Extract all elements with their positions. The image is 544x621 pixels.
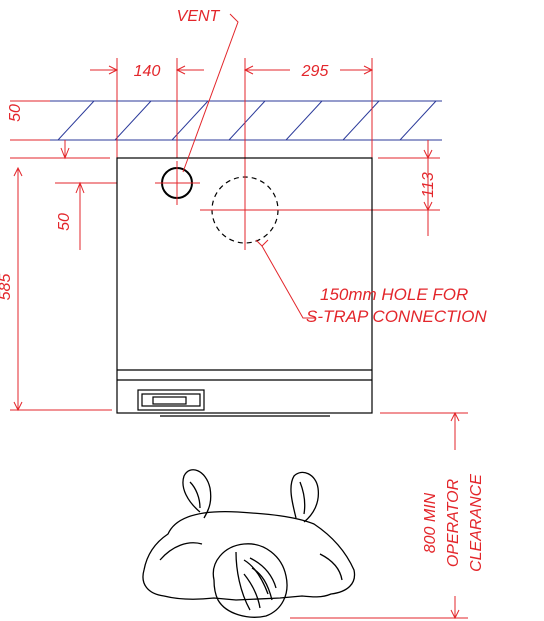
operator-shoulder-left (159, 542, 203, 561)
dishwasher-unit (116, 157, 373, 417)
operator-right-arm (290, 471, 320, 523)
drain-callout: 150mm HOLE FOR S-TRAP CONNECTION (255, 239, 487, 326)
hole-label-line1: 150mm HOLE FOR (320, 285, 468, 304)
dimension-drain-depth: 113 (285, 140, 440, 236)
dimension-operator-clearance: 800 MIN OPERATOR CLEARANCE (290, 411, 485, 620)
vent-label: VENT (177, 8, 221, 25)
drain-hole (200, 168, 285, 250)
dimension-drain-offset: 295 (243, 58, 374, 215)
dimension-vent-offset: 140 (90, 58, 204, 158)
dimension-unit-depth: 585 (0, 166, 112, 412)
operator-left-arm (182, 469, 212, 519)
operator-shoulder-right (319, 553, 343, 581)
vent-pipe (155, 161, 200, 205)
operator-body (142, 510, 356, 601)
clearance-label-line1: 800 MIN (422, 492, 439, 553)
vent-depth-label: 50 (56, 213, 73, 231)
dimension-wall-thickness: 50 (7, 100, 110, 160)
vent-offset-label: 140 (134, 63, 161, 80)
clearance-label-line2: OPERATOR (445, 478, 462, 567)
unit-depth-label: 585 (0, 274, 14, 301)
operator-figure (142, 469, 356, 618)
unit-body (116, 157, 373, 414)
wall (50, 100, 442, 141)
hole-label-line2: S-TRAP CONNECTION (306, 307, 487, 326)
wall-hatching (57, 100, 437, 141)
clearance-label-line3: CLEARANCE (468, 474, 485, 572)
vent-callout: VENT (177, 8, 239, 173)
control-panel (137, 389, 205, 411)
drain-depth-label: 113 (420, 172, 437, 198)
wall-thickness-label: 50 (7, 104, 24, 122)
operator-head (212, 543, 288, 618)
drain-offset-label: 295 (301, 63, 329, 80)
dimension-vent-depth: 50 (55, 181, 117, 250)
